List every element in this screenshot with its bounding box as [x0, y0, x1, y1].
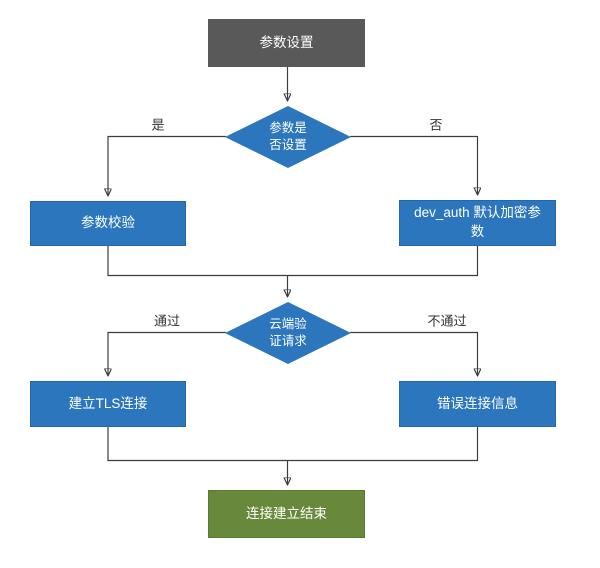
- node-dev-auth: dev_auth 默认加密参数: [399, 200, 556, 246]
- edge-label-no: 否: [426, 114, 446, 134]
- node-error-info-label: 错误连接信息: [437, 395, 518, 411]
- node-param-check: 参数校验: [30, 201, 186, 246]
- edge-decision1-no: [350, 135, 478, 195]
- node-end: 连接建立结束: [208, 490, 365, 538]
- node-start-label: 参数设置: [259, 34, 314, 50]
- edge-merge-row2: [107, 427, 479, 462]
- node-tls-connect: 建立TLS连接: [30, 381, 186, 427]
- node-param-check-label: 参数校验: [81, 215, 135, 231]
- node-decision-cloud-line2: 证请求: [269, 334, 307, 348]
- edge-decision2-fail: [350, 331, 478, 376]
- edge-decision1-yes: [108, 135, 226, 196]
- node-decision-params-line2: 否设置: [269, 138, 307, 152]
- edge-decision2-pass: [108, 331, 226, 376]
- node-error-info: 错误连接信息: [399, 381, 556, 427]
- node-end-label: 连接建立结束: [246, 505, 327, 521]
- node-decision-cloud-line1: 云端验: [269, 317, 307, 332]
- node-start: 参数设置: [208, 19, 365, 67]
- node-dev-auth-label: dev_auth 默认加密参数: [414, 205, 541, 239]
- node-tls-connect-label: 建立TLS连接: [68, 395, 148, 411]
- edge-label-fail: 不通过: [424, 310, 470, 330]
- node-decision-params-line1: 参数是: [269, 121, 307, 136]
- edge-label-yes: 是: [148, 114, 168, 134]
- edge-label-pass: 通过: [150, 310, 184, 330]
- edge-merge-row1: [107, 246, 479, 277]
